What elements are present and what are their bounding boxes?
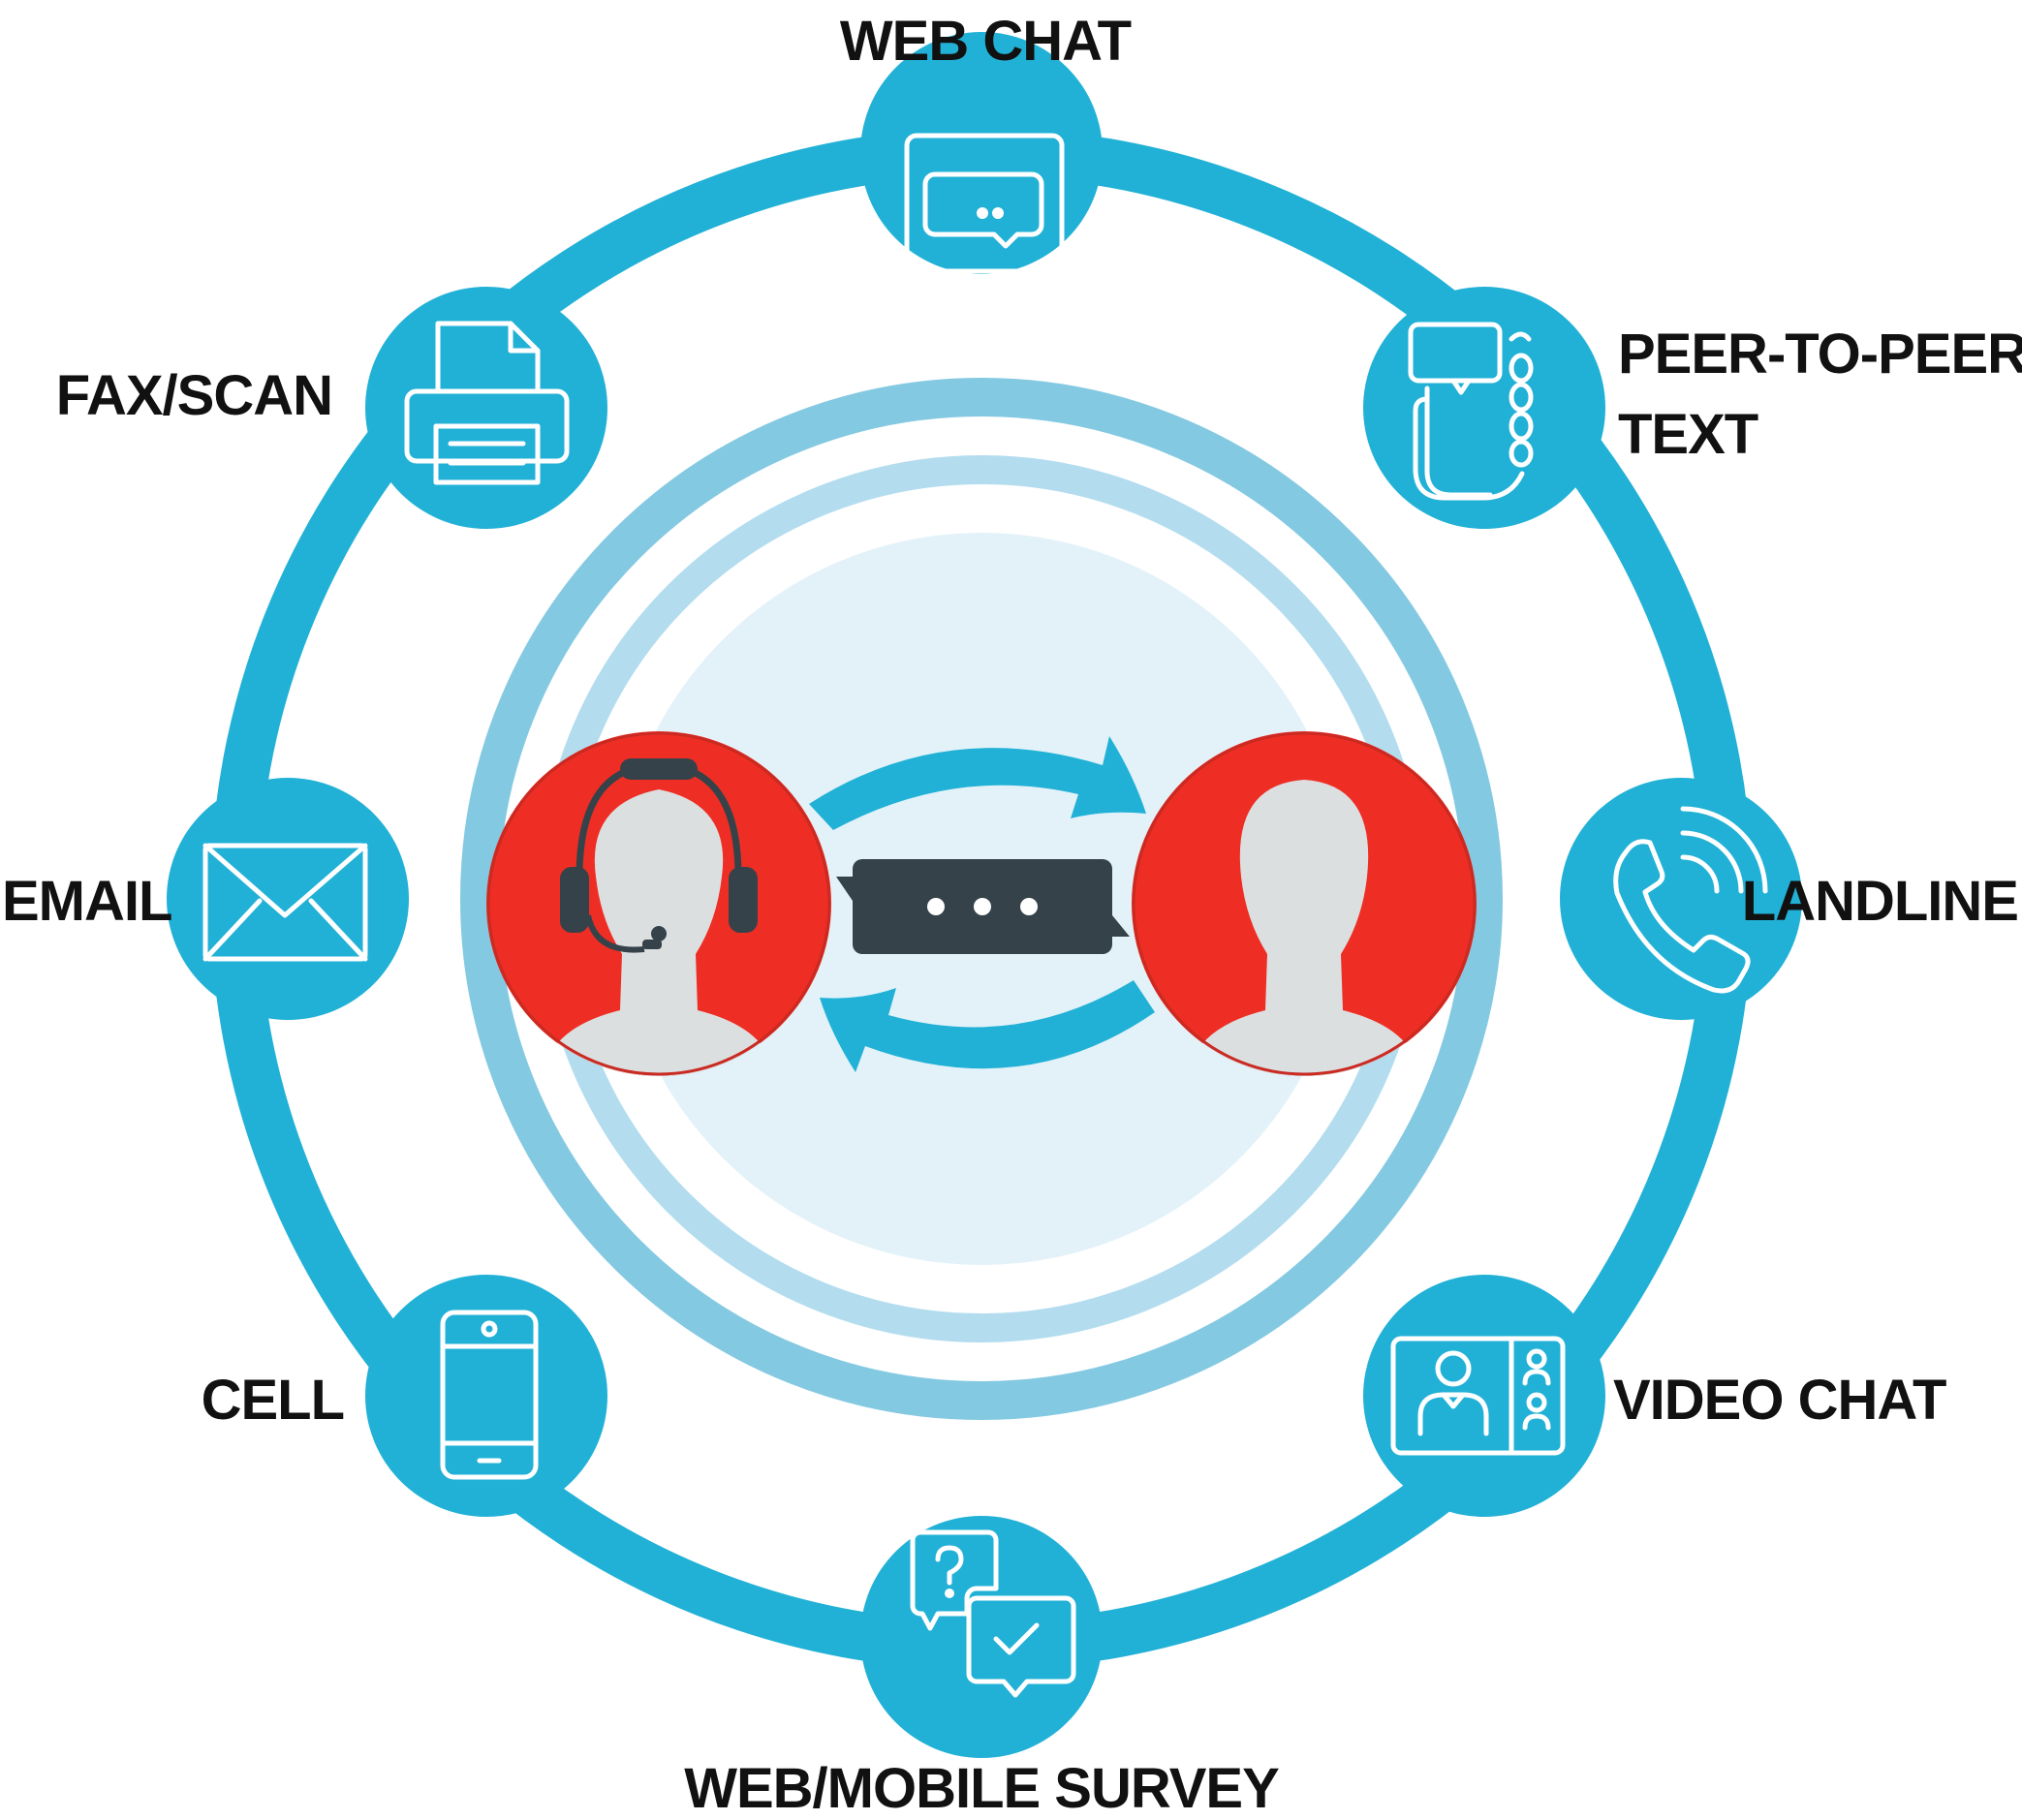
label-web-mobile-survey: WEB/MOBILE SURVEY (684, 1757, 1279, 1820)
chat-window-icon (904, 133, 1065, 274)
label-peer-to-peer-line2: TEXT (1618, 403, 1758, 466)
label-fax-scan: FAX/SCAN (56, 364, 332, 427)
envelope-icon (202, 843, 368, 962)
label-peer-to-peer-line1: PEER-TO-PEER (1618, 323, 2022, 386)
mobile-phone-icon (440, 1310, 539, 1480)
channel-node-cell (365, 1275, 607, 1517)
agent-headset-avatar (486, 731, 831, 1076)
phone-hand-text-icon (1408, 322, 1534, 501)
phone-handset-icon (1613, 806, 1768, 994)
channel-node-peer-to-peer-text (1363, 287, 1605, 529)
video-call-icon (1390, 1336, 1566, 1456)
survey-bubbles-icon (910, 1529, 1076, 1698)
label-web-chat: WEB CHAT (840, 10, 1132, 73)
label-video-chat: VIDEO CHAT (1613, 1369, 1946, 1432)
label-email: EMAIL (2, 870, 171, 933)
label-cell: CELL (202, 1369, 344, 1432)
channel-node-web-mobile-survey (860, 1516, 1103, 1758)
channel-node-email (167, 778, 409, 1020)
channel-node-web-chat (860, 32, 1103, 274)
label-landline: LANDLINE (1742, 870, 2018, 933)
exchange-arrows-icon (809, 736, 1155, 1072)
typing-bubble-icon (836, 859, 1130, 954)
printer-icon (404, 321, 570, 485)
channel-node-video-chat (1363, 1275, 1605, 1517)
channel-node-landline (1560, 778, 1802, 1020)
channel-node-fax-scan (365, 287, 607, 529)
customer-avatar (1132, 731, 1477, 1076)
